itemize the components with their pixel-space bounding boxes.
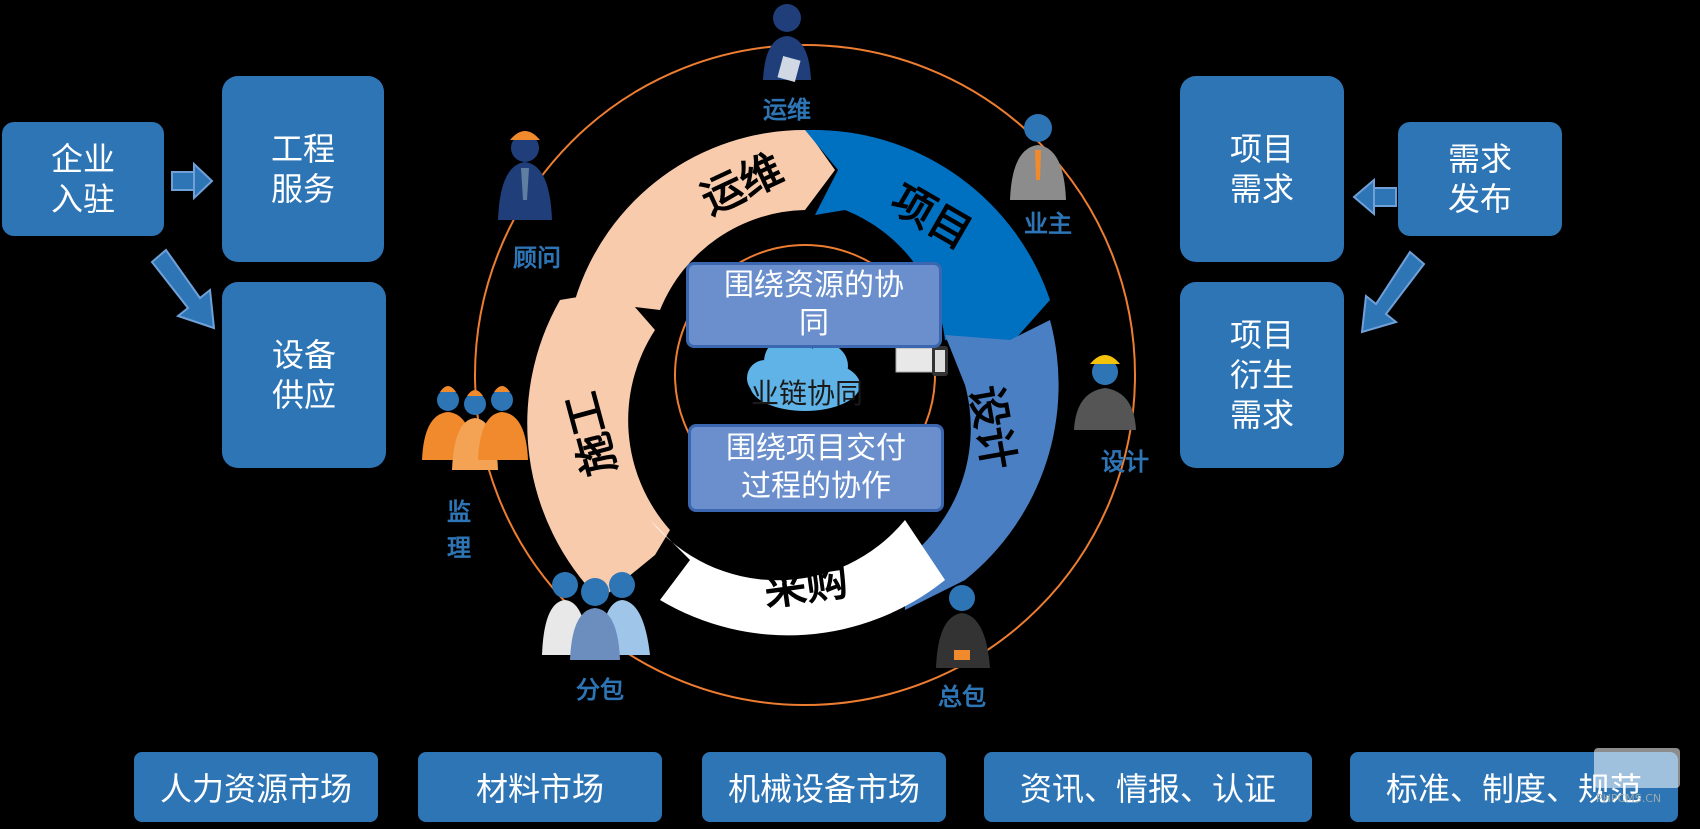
segment-xiangmu[interactable] bbox=[805, 130, 1050, 345]
segment-caigou[interactable] bbox=[650, 520, 945, 636]
consultant-person-icon bbox=[498, 131, 552, 220]
general-contractor-icon bbox=[936, 585, 990, 668]
equipment-supply-box[interactable]: 设备 供应 bbox=[222, 282, 386, 468]
arrow-left-icon bbox=[1352, 177, 1397, 217]
arrow-down-left-icon bbox=[1360, 250, 1426, 334]
role-jianli-2: 理 bbox=[447, 534, 471, 562]
owner-person-icon bbox=[1010, 114, 1066, 200]
cloud-icon bbox=[747, 336, 860, 411]
derived-demand-box[interactable]: 项目 衍生 需求 bbox=[1180, 282, 1344, 468]
role-guwen: 顾问 bbox=[513, 244, 561, 272]
devices-icon bbox=[895, 346, 948, 376]
market-information[interactable]: 资讯、情报、认证 bbox=[984, 752, 1312, 822]
role-jianli-1: 监 bbox=[447, 498, 471, 526]
role-sheji: 设计 bbox=[1101, 448, 1149, 476]
label-caigou: 采购 bbox=[761, 556, 851, 616]
role-fenbao: 分包 bbox=[576, 676, 624, 704]
arrow-right-icon bbox=[171, 161, 214, 201]
arrow-down-right-icon bbox=[150, 248, 216, 330]
segment-shigong[interactable] bbox=[527, 290, 670, 600]
industry-chain-label: 业链协同 bbox=[750, 377, 863, 410]
role-yezhu: 业主 bbox=[1024, 210, 1072, 238]
role-zongbao: 总包 bbox=[938, 683, 986, 711]
demand-release-box[interactable]: 需求 发布 bbox=[1398, 122, 1562, 236]
project-demand-box[interactable]: 项目 需求 bbox=[1180, 76, 1344, 262]
watermark-logo bbox=[1594, 748, 1680, 788]
resource-collaboration-box[interactable]: 围绕资源的协 同 bbox=[686, 262, 942, 348]
watermark-text: PHPCMS.CN bbox=[1596, 792, 1662, 805]
delivery-collaboration-box[interactable]: 围绕项目交付 过程的协作 bbox=[688, 424, 944, 512]
segment-sheji[interactable] bbox=[905, 320, 1059, 610]
operator-person-icon bbox=[763, 4, 811, 82]
designer-person-icon bbox=[1074, 355, 1136, 430]
market-materials[interactable]: 材料市场 bbox=[418, 752, 662, 822]
enterprise-entry-box[interactable]: 企业 入驻 bbox=[2, 122, 164, 236]
outer-ring bbox=[474, 44, 1136, 706]
supervisor-group-icon bbox=[422, 386, 528, 470]
subcontractor-group-icon bbox=[542, 572, 650, 660]
engineering-service-box[interactable]: 工程 服务 bbox=[222, 76, 384, 262]
market-machinery[interactable]: 机械设备市场 bbox=[702, 752, 946, 822]
market-human-resources[interactable]: 人力资源市场 bbox=[134, 752, 378, 822]
role-yunwei: 运维 bbox=[763, 96, 811, 124]
segment-yunwei[interactable] bbox=[575, 129, 835, 310]
